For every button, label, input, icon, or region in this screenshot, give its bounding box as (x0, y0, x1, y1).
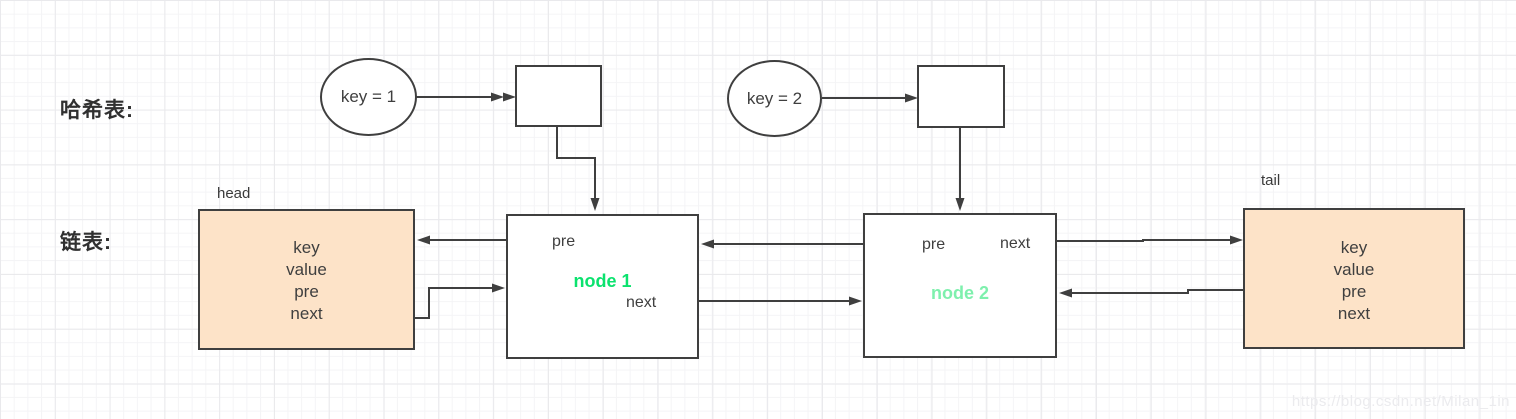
arrow-bucket1-to-node1 (556, 114, 600, 211)
head-label: head (217, 185, 251, 202)
tail-field-pre: pre (1341, 282, 1367, 301)
key2-ellipse: key = 2 (727, 60, 822, 137)
head-field-pre: pre (294, 282, 319, 301)
tail-box: key value pre next (1243, 208, 1465, 349)
linked-list-label: 链表: (60, 231, 112, 254)
node1-name: node 1 (573, 271, 632, 291)
tail-fields: key value pre next (1245, 237, 1463, 325)
hash-table-label: 哈希表: (60, 99, 134, 122)
key2-label: key = 2 (746, 88, 803, 108)
arrow-bucket2-to-node2 (955, 128, 965, 211)
node2-pre-label: pre (922, 236, 946, 253)
watermark: https://blog.csdn.net/Milan_1in (1291, 393, 1510, 410)
node2-name: node 2 (930, 283, 989, 303)
tail-field-value: value (1333, 260, 1375, 279)
node1-next-label: next (626, 294, 657, 311)
head-box: key value pre next (198, 209, 415, 350)
node2-box: pre next node 2 (863, 213, 1057, 358)
tail-field-key: key (1340, 238, 1368, 257)
arrow-key1-to-bucket1 (416, 92, 516, 102)
node1-pre-label: pre (552, 233, 576, 250)
node2-next-label: next (1000, 235, 1031, 252)
node1-box: pre node 1 next (506, 214, 699, 359)
key1-ellipse: key = 1 (320, 58, 417, 136)
head-field-key: key (293, 238, 320, 257)
hash-bucket-1 (515, 65, 602, 127)
tail-label: tail (1261, 172, 1281, 189)
head-field-next: next (290, 304, 323, 323)
arrow-node1-next-to-node2 (672, 296, 862, 306)
arrow-node2-next-to-tail (1046, 235, 1243, 245)
head-fields: key value pre next (200, 237, 413, 325)
head-field-value: value (286, 260, 327, 279)
arrow-key2-to-bucket2 (822, 93, 918, 103)
key1-label: key = 1 (340, 87, 397, 106)
arrow-node2-pre-to-node1 (701, 239, 888, 249)
tail-field-next: next (1337, 304, 1371, 323)
hash-bucket-2 (917, 65, 1005, 128)
